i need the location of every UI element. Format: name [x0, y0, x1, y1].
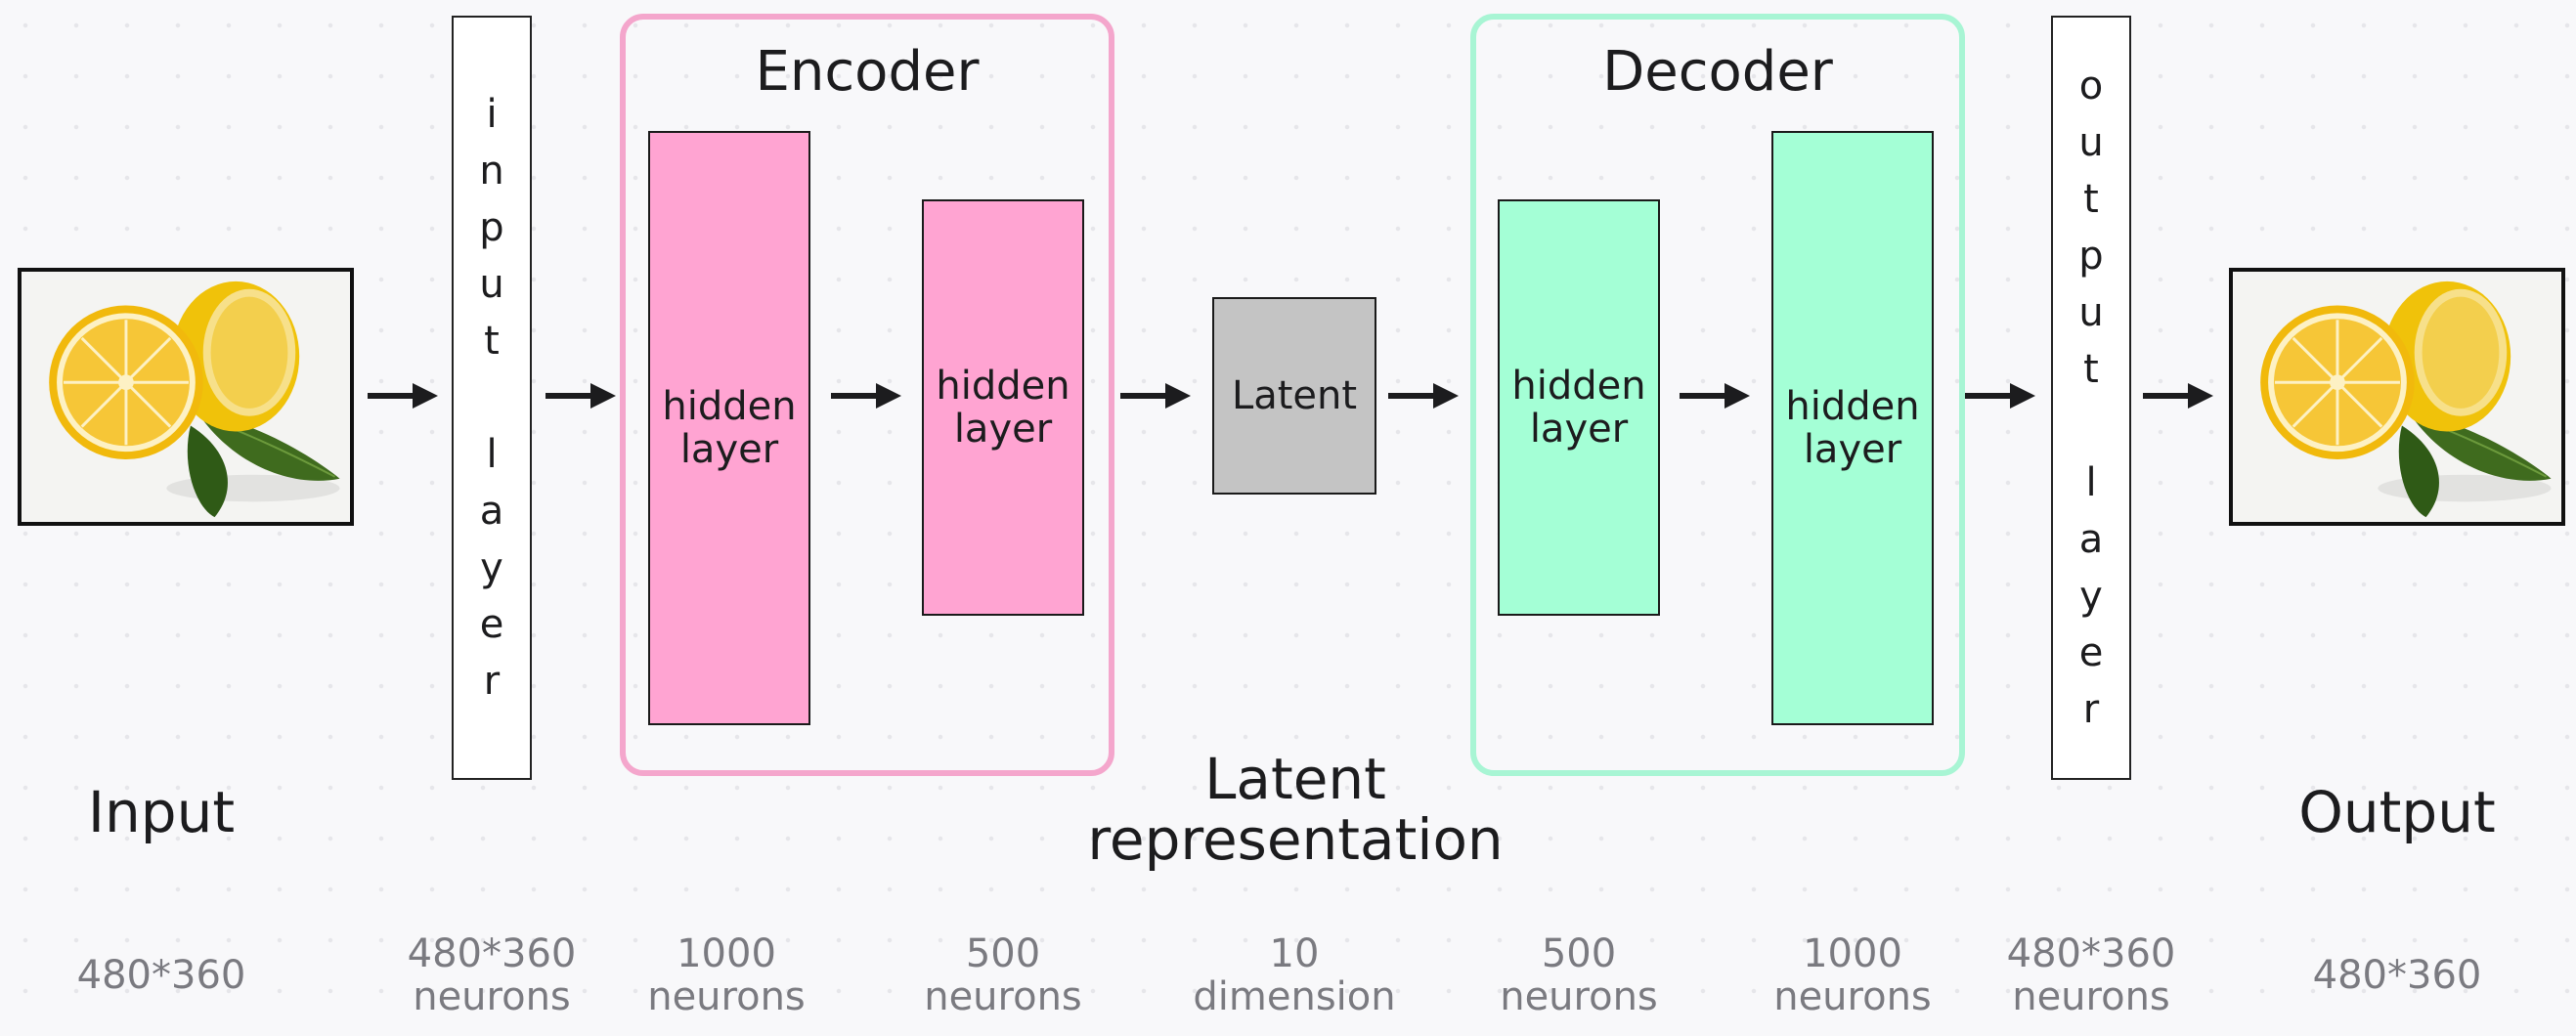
- layer-letter: i: [486, 92, 498, 137]
- layer-letter: t: [484, 319, 500, 364]
- layer-letter: a: [2078, 517, 2104, 562]
- output-image: [2229, 268, 2565, 526]
- layer-letter: u: [2078, 290, 2104, 335]
- layer-letter: [2072, 398, 2111, 454]
- output-layer-size-value: 480*360: [2006, 931, 2176, 976]
- flow-arrow-icon: [368, 383, 438, 409]
- encoder-layer-1-neurons: 1000: [677, 931, 776, 976]
- layer-letter: u: [479, 262, 504, 307]
- flow-arrow-icon: [1680, 383, 1750, 409]
- layer-letter: n: [479, 149, 504, 194]
- layer-letter: l: [486, 432, 498, 477]
- decoder-box: [1470, 14, 1965, 776]
- decoder-layer-1-size: 500 neurons: [1481, 932, 1677, 1018]
- encoder-box: [620, 14, 1114, 776]
- decoder-layer-1-neurons: 500: [1541, 931, 1617, 976]
- layer-letter: y: [2079, 574, 2103, 619]
- flow-arrow-icon: [1120, 383, 1191, 409]
- input-layer-size-value: 480*360: [407, 931, 577, 976]
- input-image: [18, 268, 354, 526]
- decoder-layer-2-size: 1000 neurons: [1755, 932, 1950, 1018]
- encoder-layer-1-unit: neurons: [647, 974, 806, 1019]
- decoder-hidden-layer-1: hidden layer: [1498, 199, 1660, 616]
- decoder-layer-2-unit: neurons: [1773, 974, 1932, 1019]
- layer-letter: t: [2083, 177, 2099, 222]
- encoder-hidden-layer-1: hidden layer: [648, 131, 810, 725]
- decoder-layer-2-neurons: 1000: [1803, 931, 1902, 976]
- layer-letter: l: [2085, 460, 2097, 505]
- output-layer-size: 480*360 neurons: [1988, 932, 2194, 1018]
- latent-size-unit: dimension: [1193, 974, 1396, 1019]
- encoder-layer-1-size: 1000 neurons: [629, 932, 824, 1018]
- layer-letter: p: [479, 205, 504, 250]
- layer-letter: [472, 369, 511, 426]
- layer-letter: a: [479, 489, 504, 534]
- encoder-title: Encoder: [755, 40, 980, 104]
- layer-letter: t: [2083, 347, 2099, 392]
- output-label: Output: [2298, 779, 2496, 845]
- layer-letter: e: [2078, 630, 2104, 675]
- decoder-hidden-layer-2: hidden layer: [1771, 131, 1934, 725]
- flow-arrow-icon: [2143, 383, 2213, 409]
- input-label: Input: [87, 779, 236, 845]
- latent-caption: Latent representation: [1087, 746, 1504, 873]
- layer-letter: r: [483, 659, 501, 704]
- encoder-hidden-layer-2: hidden layer: [922, 199, 1084, 616]
- flow-arrow-icon: [546, 383, 616, 409]
- layer-letter: e: [479, 602, 504, 647]
- output-layer-size-unit: neurons: [2012, 974, 2170, 1019]
- layer-letter: u: [2078, 120, 2104, 165]
- latent-size-value: 10: [1269, 931, 1320, 976]
- decoder-layer-1-unit: neurons: [1500, 974, 1658, 1019]
- encoder-layer-2-size: 500 neurons: [905, 932, 1101, 1018]
- layer-letter: p: [2078, 234, 2104, 279]
- layer-letter: r: [2082, 687, 2100, 732]
- flow-arrow-icon: [831, 383, 901, 409]
- input-size: 480*360: [76, 953, 246, 998]
- latent-size: 10 dimension: [1167, 932, 1421, 1018]
- latent-box: Latent: [1212, 297, 1376, 495]
- encoder-layer-2-neurons: 500: [965, 931, 1041, 976]
- flow-arrow-icon: [1388, 383, 1459, 409]
- decoder-title: Decoder: [1602, 40, 1833, 104]
- encoder-layer-2-unit: neurons: [924, 974, 1082, 1019]
- input-layer-size: 480*360 neurons: [389, 932, 594, 1018]
- layer-letter: o: [2078, 64, 2104, 108]
- flow-arrow-icon: [1965, 383, 2035, 409]
- input-layer-size-unit: neurons: [413, 974, 571, 1019]
- layer-letter: y: [480, 545, 503, 590]
- output-size: 480*360: [2312, 953, 2482, 998]
